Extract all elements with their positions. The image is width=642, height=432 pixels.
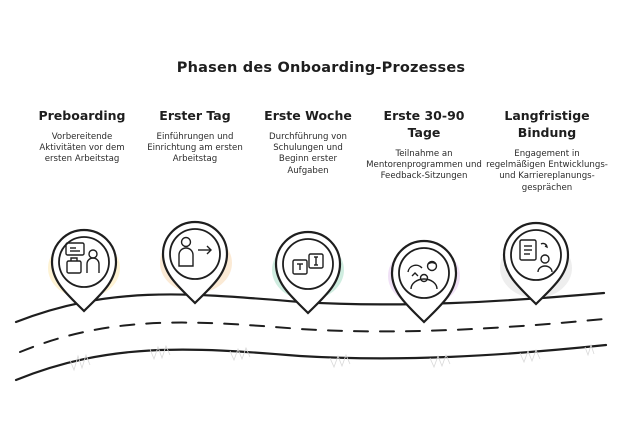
phase-title: Erster Tag	[159, 108, 231, 123]
phase-description: Teilnahme an Mentorenprogrammen und Feed…	[366, 149, 482, 182]
phase-title: Langfristige Bindung	[504, 108, 590, 140]
phase-title: Erste 30-90 Tage	[383, 108, 465, 140]
pin-langfristige-bindung	[500, 221, 572, 306]
person-arrow-icon	[178, 236, 212, 267]
checklist-person-icon	[519, 239, 553, 273]
road-center-line	[19, 318, 605, 353]
phase-erste-woche: Erste Woche Durchführung von Schulungen …	[246, 107, 370, 177]
pin-erste-woche	[272, 230, 344, 315]
road-hatching	[69, 343, 595, 372]
pin-erste-30-90-tage	[388, 239, 460, 324]
mentoring-icon	[407, 260, 438, 290]
phase-description: Einführungen und Einrichtung am ersten A…	[147, 132, 243, 165]
phase-preboarding: Preboarding Vorbereitende Aktivitäten vo…	[20, 107, 144, 166]
phase-erster-tag: Erster Tag Einführungen und Einrichtung …	[133, 107, 257, 166]
pin-preboarding	[48, 228, 120, 313]
phase-title: Erste Woche	[264, 108, 352, 123]
phase-description: Engagement in regelmäßigen Entwicklungs-…	[486, 149, 608, 193]
phase-description: Vorbereitende Aktivitäten vor dem ersten…	[39, 132, 125, 165]
phase-langfristige-bindung: Langfristige Bindung Engagement in regel…	[483, 107, 611, 194]
pin-erster-tag	[160, 220, 232, 305]
training-boards-icon	[292, 253, 324, 275]
road-surface	[16, 293, 606, 380]
phase-erste-30-90-tage: Erste 30-90 Tage Teilnahme an Mentorenpr…	[362, 107, 486, 183]
badge-luggage-person-icon	[65, 242, 100, 274]
diagram-title: Phasen des Onboarding-Prozesses	[176, 60, 466, 76]
phase-title: Preboarding	[38, 108, 126, 123]
road-edge-bottom	[14, 343, 608, 382]
phase-description: Durchführung von Schulungen und Beginn e…	[269, 132, 347, 176]
